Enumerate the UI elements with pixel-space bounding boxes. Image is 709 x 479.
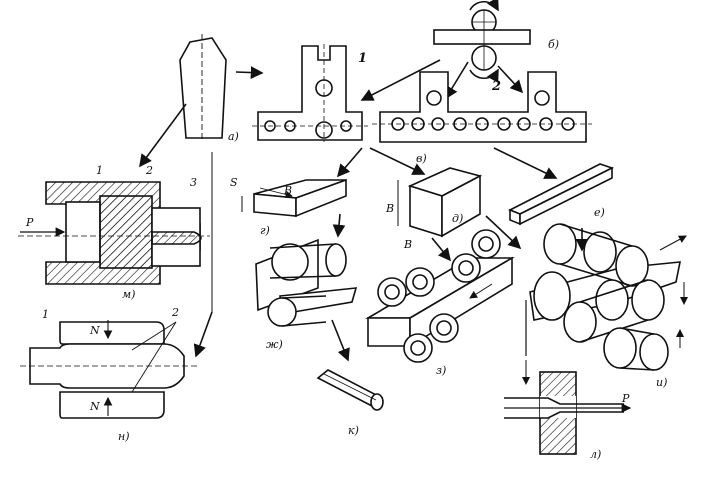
arrow-to-i bbox=[485, 215, 522, 250]
mark-P-left: Р bbox=[25, 216, 34, 229]
mark-B-g: B bbox=[283, 184, 292, 197]
mark-P-right: P bbox=[621, 392, 630, 405]
ingot-a bbox=[179, 34, 227, 140]
label-zh: ж) bbox=[266, 338, 283, 351]
label-g: г) bbox=[260, 224, 270, 237]
mark-stand-1: 1 bbox=[358, 51, 367, 66]
slab-g bbox=[241, 178, 347, 218]
figure-labels: а) б) в) г) д) е) ж) з) и) к) л) м) н) 1… bbox=[25, 38, 667, 461]
plate-rolling-zh bbox=[255, 238, 358, 327]
arrow-bloom-to-z bbox=[431, 237, 452, 262]
mark-n-1: 1 bbox=[42, 308, 49, 321]
arrow-a-to-b bbox=[235, 66, 264, 79]
billet-e bbox=[508, 163, 615, 226]
mark-N-top: N bbox=[89, 324, 100, 337]
mark-B-d1: B bbox=[385, 202, 394, 215]
drawing-l bbox=[504, 360, 632, 455]
arrow-to-billet bbox=[493, 147, 558, 179]
label-a: а) bbox=[228, 130, 239, 143]
arrow-to-bloom bbox=[369, 147, 426, 175]
label-b: б) bbox=[548, 38, 559, 51]
rod-k bbox=[316, 369, 384, 411]
two-high-mill bbox=[433, 0, 531, 83]
label-k: к) bbox=[348, 424, 359, 437]
label-d: д) bbox=[452, 212, 463, 225]
bloom-d bbox=[397, 167, 483, 238]
round-rolling-i bbox=[529, 223, 688, 371]
section-rolling-z bbox=[365, 229, 515, 363]
label-l: л) bbox=[590, 448, 601, 461]
label-z: з) bbox=[436, 364, 446, 377]
forging-n bbox=[20, 320, 200, 419]
mark-m-3: 3 bbox=[190, 176, 197, 189]
arrow-b-to-stand2b bbox=[497, 65, 524, 94]
label-m: м) bbox=[122, 288, 135, 301]
mark-B-d2: B bbox=[403, 238, 412, 251]
arrow-slab-to-zh bbox=[332, 213, 346, 238]
arrow-a-to-n bbox=[193, 311, 213, 358]
arrow-b-to-stand2a bbox=[445, 61, 469, 100]
arrow-a-to-m bbox=[139, 103, 187, 168]
mark-S: S bbox=[230, 176, 238, 189]
arrow-b-to-stand1 bbox=[360, 59, 441, 101]
mark-m-1: 1 bbox=[96, 164, 103, 177]
extrusion-m bbox=[18, 181, 210, 285]
arrow-to-slab bbox=[336, 147, 363, 178]
label-e: е) bbox=[594, 206, 605, 219]
mark-stand-2: 2 bbox=[491, 79, 501, 94]
label-i: и) bbox=[656, 376, 667, 389]
blooming-stand-1 bbox=[252, 44, 368, 142]
arrow-zh-to-k bbox=[331, 319, 350, 362]
continuous-mill-v bbox=[372, 71, 592, 143]
label-n: н) bbox=[118, 430, 130, 443]
mark-N-bottom: N bbox=[89, 400, 100, 413]
label-v: в) bbox=[416, 152, 427, 165]
mark-m-2: 2 bbox=[145, 164, 153, 177]
mark-n-2: 2 bbox=[171, 306, 179, 319]
